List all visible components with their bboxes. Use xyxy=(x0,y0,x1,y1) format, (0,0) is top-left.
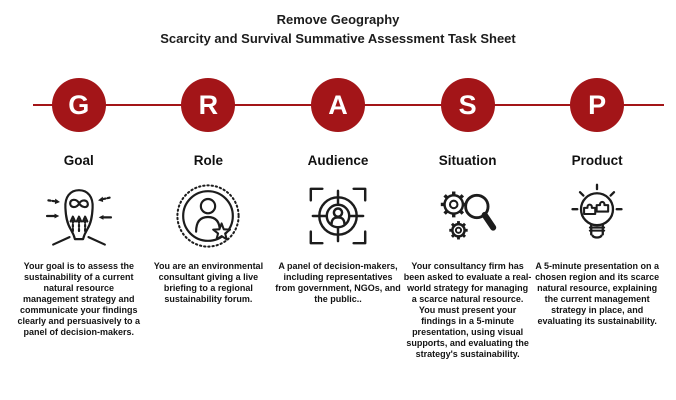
column-description-goal: Your goal is to assess the sustainabilit… xyxy=(17,261,141,337)
column-label-goal: Goal xyxy=(63,153,94,168)
letter-product: P xyxy=(588,89,607,120)
target-audience-icon xyxy=(304,182,372,250)
grasp-timeline: G Goal xyxy=(0,78,676,360)
grasp-column-goal: G Goal xyxy=(14,78,144,360)
column-description-role: You are an environmental consultant givi… xyxy=(153,261,264,304)
letter-badge-role: R xyxy=(181,78,236,132)
letter-role: R xyxy=(198,89,219,120)
column-label-situation: Situation xyxy=(438,153,497,168)
grasp-column-product: P Product xyxy=(532,78,662,360)
column-description-situation: Your consultancy firm has been asked to … xyxy=(403,261,532,359)
column-label-role: Role xyxy=(193,153,224,168)
column-label-audience: Audience xyxy=(307,153,369,168)
column-description-audience: A panel of decision-makers, including re… xyxy=(275,261,401,304)
letter-goal: G xyxy=(68,89,90,120)
title-block: Remove Geography Scarcity and Survival S… xyxy=(0,0,676,48)
mindset-head-icon xyxy=(45,182,113,250)
consultant-badge-icon xyxy=(174,182,242,250)
grasp-column-situation: S Situation xyxy=(403,78,533,360)
letter-badge-audience: A xyxy=(310,78,365,132)
lightbulb-puzzle-icon xyxy=(563,182,631,250)
column-description-product: A 5-minute presentation on a chosen regi… xyxy=(535,261,660,326)
letter-audience: A xyxy=(328,89,348,120)
title-line-1: Remove Geography xyxy=(276,12,400,27)
grasp-column-audience: A Audience xyxy=(273,78,403,360)
letter-badge-goal: G xyxy=(51,78,106,132)
letter-situation: S xyxy=(458,89,477,120)
title-line-2: Scarcity and Survival Summative Assessme… xyxy=(160,31,516,46)
column-label-product: Product xyxy=(571,153,623,168)
gears-magnifier-icon xyxy=(434,182,502,250)
letter-badge-product: P xyxy=(570,78,625,132)
letter-badge-situation: S xyxy=(440,78,495,132)
grasp-column-role: R Role You are an environmental consulta… xyxy=(144,78,274,360)
grasp-columns: G Goal xyxy=(0,78,676,360)
